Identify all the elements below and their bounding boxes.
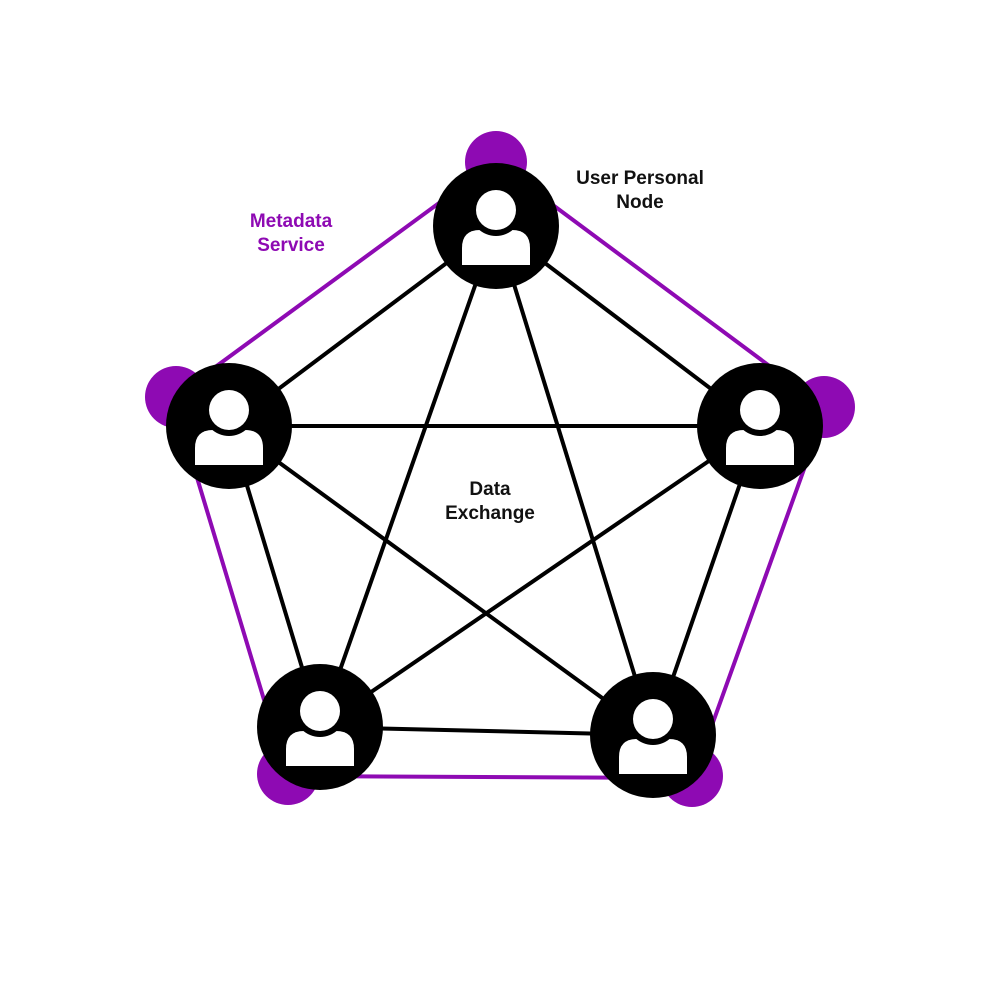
user-icon [462, 184, 530, 265]
exchange-label-line2: Exchange [445, 503, 535, 524]
user-icon [195, 384, 263, 465]
user-nodes [166, 163, 823, 798]
link-left-bottom-right [227, 424, 655, 737]
user-node-right[interactable] [697, 363, 823, 489]
user-node-bottom-right[interactable] [590, 672, 716, 798]
user-node-label-line1: User Personal [576, 168, 704, 189]
user-icon [619, 693, 687, 774]
link-right-bottom-left [318, 424, 762, 729]
metadata-label-line1: Metadata [250, 211, 333, 232]
data-exchange-label: Data Exchange [445, 479, 535, 524]
user-node-left[interactable] [166, 363, 292, 489]
user-node-top[interactable] [433, 163, 559, 289]
user-node-label-line2: Node [616, 192, 664, 213]
user-personal-node-label: User Personal Node [576, 168, 704, 213]
link-top-bottom-right [494, 224, 655, 737]
exchange-label-line1: Data [469, 479, 511, 500]
metadata-label-line2: Service [257, 235, 325, 256]
metadata-service-label: Metadata Service [250, 211, 333, 256]
user-icon [286, 685, 354, 766]
user-node-bottom-left[interactable] [257, 664, 383, 790]
user-icon [726, 384, 794, 465]
link-top-bottom-left [318, 224, 498, 729]
